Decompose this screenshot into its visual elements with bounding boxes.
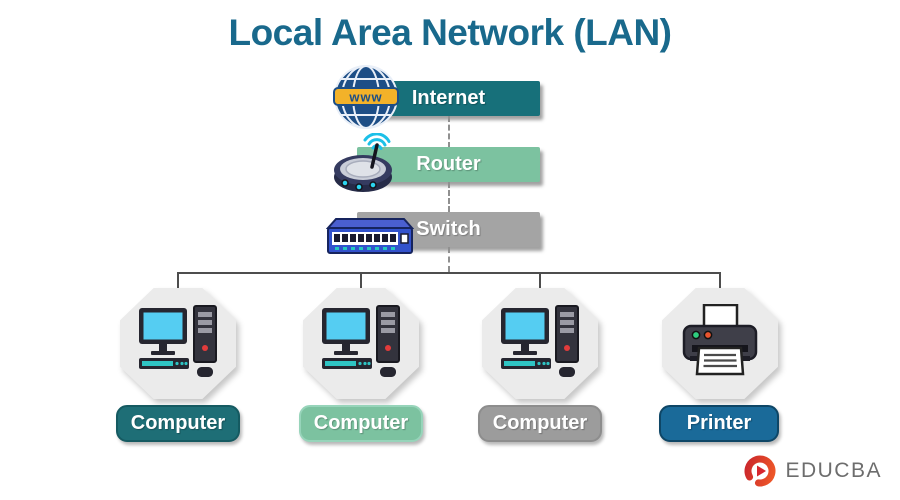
branch-drop-2 bbox=[360, 272, 362, 291]
brand-logo: EDUCBA bbox=[743, 454, 882, 488]
globe-banner-text: www bbox=[348, 90, 382, 105]
device-label-text: Printer bbox=[686, 412, 752, 434]
network-switch-icon bbox=[325, 215, 415, 264]
desktop-computer-icon bbox=[321, 304, 401, 383]
connector-switch-lan bbox=[448, 247, 450, 272]
device-label-text: Computer bbox=[313, 412, 409, 434]
connector-internet-router bbox=[448, 116, 450, 148]
device-label-printer: Printer bbox=[659, 405, 779, 442]
globe-www-icon: www bbox=[332, 64, 400, 135]
desktop-computer-icon bbox=[138, 304, 218, 383]
branch-drop-4 bbox=[719, 272, 721, 291]
device-label-text: Computer bbox=[492, 412, 588, 434]
device-label-computer-3: Computer bbox=[478, 405, 602, 442]
device-label-text: Computer bbox=[130, 412, 226, 434]
device-badge-computer-3 bbox=[482, 288, 598, 399]
device-badge-computer-1 bbox=[120, 288, 236, 399]
desktop-computer-icon bbox=[500, 304, 580, 383]
switch-label: Switch bbox=[416, 218, 481, 240]
branch-drop-1 bbox=[177, 272, 179, 291]
router-label: Router bbox=[416, 153, 481, 175]
device-badge-printer bbox=[662, 288, 778, 399]
connector-router-switch bbox=[448, 182, 450, 212]
printer-icon bbox=[680, 303, 760, 383]
internet-label: Internet bbox=[411, 87, 486, 109]
branch-horizontal-line bbox=[177, 272, 721, 274]
router-icon bbox=[331, 132, 397, 200]
brand-name: EDUCBA bbox=[785, 459, 882, 482]
device-label-computer-1: Computer bbox=[116, 405, 240, 442]
educba-logo-icon bbox=[743, 454, 777, 488]
branch-drop-3 bbox=[539, 272, 541, 291]
device-label-computer-2: Computer bbox=[299, 405, 423, 442]
device-badge-computer-2 bbox=[303, 288, 419, 399]
page-title: Local Area Network (LAN) bbox=[228, 12, 672, 53]
